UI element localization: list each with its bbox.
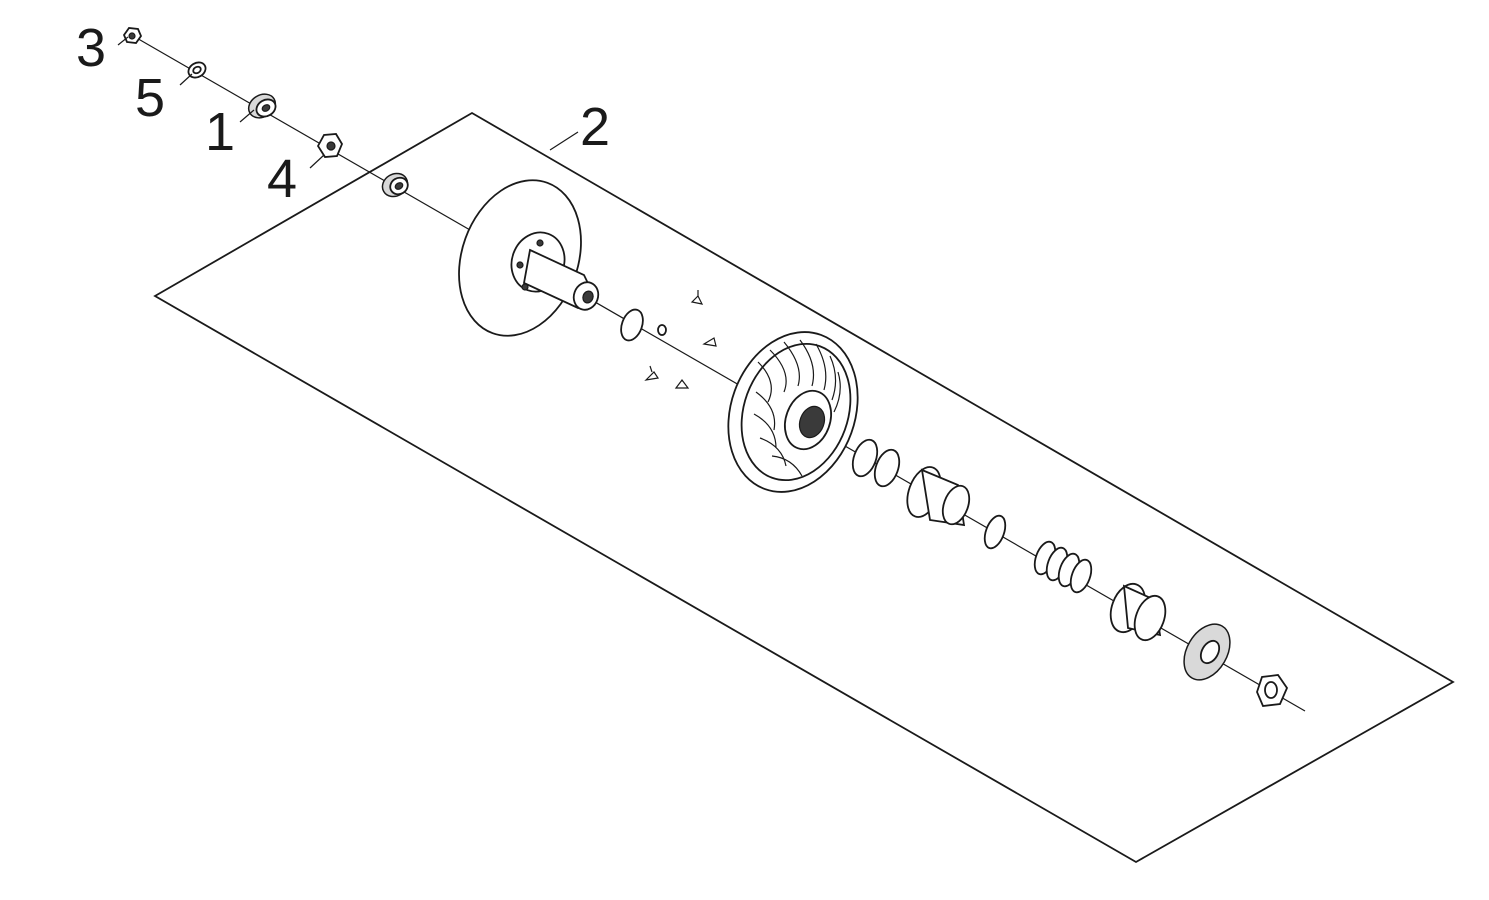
o-ring-pair-1 <box>851 438 879 478</box>
part-3-nut <box>122 27 143 44</box>
movable-sheave <box>727 331 859 493</box>
part-5-washer <box>187 61 207 79</box>
o-ring-pair-2 <box>873 448 901 488</box>
leader-4 <box>309 154 325 169</box>
spring <box>1033 540 1093 594</box>
callout-5: 5 <box>135 68 165 128</box>
end-washer <box>1183 623 1231 681</box>
leader-3 <box>117 36 129 46</box>
callout-4: 4 <box>267 149 297 209</box>
fixed-sheave <box>458 179 600 337</box>
callout-3: 3 <box>76 18 106 78</box>
slider-pieces <box>644 290 717 389</box>
callout-1: 1 <box>205 102 235 162</box>
leader-2 <box>549 131 579 151</box>
part-4-hex-nut <box>316 133 344 158</box>
assembly-outline <box>153 111 1455 864</box>
o-ring-single <box>983 514 1007 550</box>
leader-5 <box>179 73 193 86</box>
spring-cup <box>1109 582 1167 642</box>
pulley-bearing <box>381 172 409 198</box>
small-washer <box>657 324 667 336</box>
leader-1 <box>239 109 255 123</box>
end-nut <box>1256 674 1289 707</box>
callout-2: 2 <box>580 97 610 157</box>
o-ring <box>620 308 644 342</box>
collar-sleeve <box>906 466 971 527</box>
